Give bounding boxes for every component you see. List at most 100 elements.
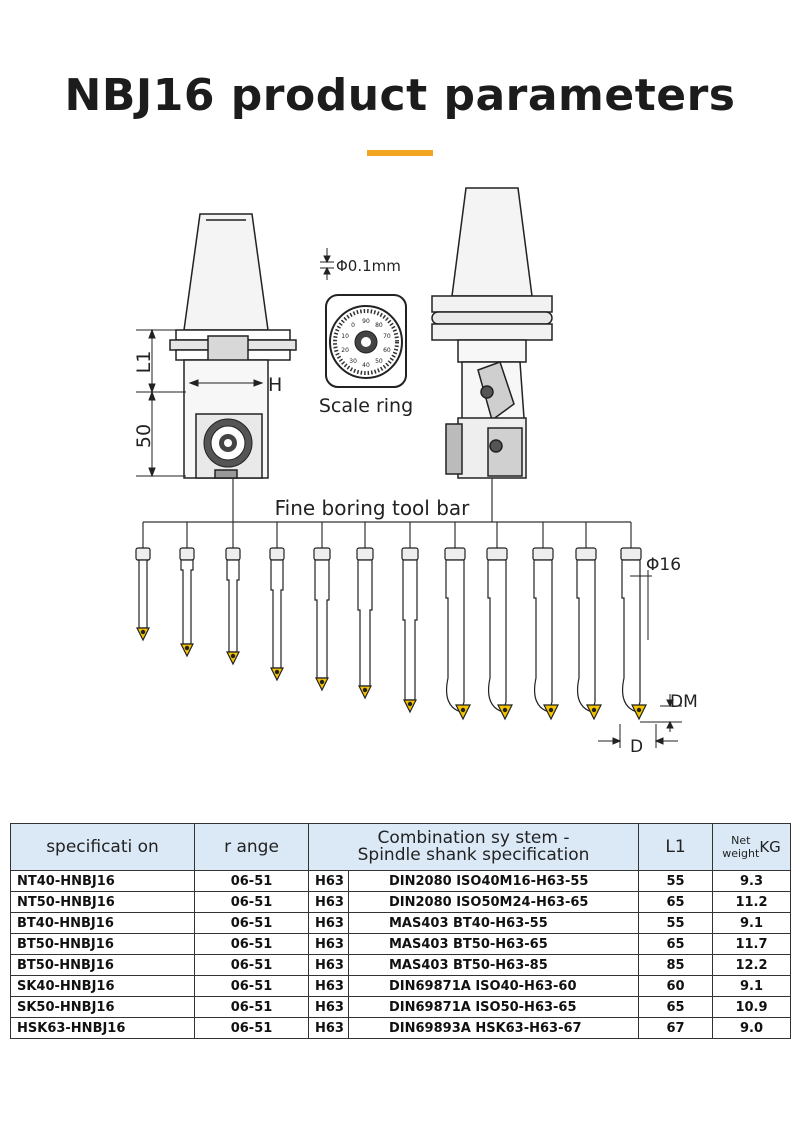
tool-bar-tree bbox=[142, 478, 632, 548]
row-specification: HSK63-HNBJ16 bbox=[10, 1017, 195, 1039]
row-weight-kg: 9.1 bbox=[712, 912, 791, 934]
row-grade: H63 bbox=[308, 1017, 349, 1039]
dial-number: 10 bbox=[341, 333, 349, 340]
row-shank-spec: DIN2080 ISO50M24-H63-65 bbox=[348, 891, 639, 913]
dial-number: 80 bbox=[375, 322, 383, 329]
row-specification: SK50-HNBJ16 bbox=[10, 996, 195, 1018]
row-specification: BT50-HNBJ16 bbox=[10, 954, 195, 976]
boring-bar bbox=[401, 547, 419, 714]
dial-number: 30 bbox=[349, 358, 357, 365]
dim-50-label: 50 bbox=[133, 424, 155, 448]
bar-dimensions bbox=[598, 570, 682, 748]
row-weight-kg: 9.0 bbox=[712, 1017, 791, 1039]
row-grade: H63 bbox=[308, 891, 349, 913]
dim-l1-label: L1 bbox=[133, 351, 155, 374]
dial-number: 60 bbox=[383, 347, 391, 354]
header-kg: KG bbox=[759, 838, 781, 856]
dial-number: 50 bbox=[375, 358, 383, 365]
row-grade: H63 bbox=[308, 954, 349, 976]
row-weight-kg: 11.2 bbox=[712, 891, 791, 913]
dial-number: 0 bbox=[351, 322, 355, 329]
row-l1: 65 bbox=[638, 996, 713, 1018]
boring-bar bbox=[486, 547, 513, 721]
row-range: 06-51 bbox=[194, 912, 309, 934]
row-range: 06-51 bbox=[194, 975, 309, 997]
row-shank-spec: MAS403 BT50-H63-65 bbox=[348, 933, 639, 955]
scale-ring-label: Scale ring bbox=[319, 395, 413, 417]
row-weight-kg: 10.9 bbox=[712, 996, 791, 1018]
row-grade: H63 bbox=[308, 996, 349, 1018]
row-shank-spec: MAS403 BT50-H63-85 bbox=[348, 954, 639, 976]
dim-d-label: D bbox=[630, 737, 643, 757]
row-specification: SK40-HNBJ16 bbox=[10, 975, 195, 997]
title-accent-bar bbox=[367, 150, 433, 156]
row-range: 06-51 bbox=[194, 870, 309, 892]
left-dial-face bbox=[203, 418, 253, 468]
scale-accuracy-label: Φ0.1mm bbox=[336, 257, 401, 275]
row-grade: H63 bbox=[308, 870, 349, 892]
row-shank-spec: DIN69871A ISO50-H63-65 bbox=[348, 996, 639, 1018]
header-combination-line2: Spindle shank specification bbox=[357, 845, 590, 865]
boring-bar bbox=[135, 547, 151, 642]
row-weight-kg: 9.1 bbox=[712, 975, 791, 997]
scale-accuracy-marker bbox=[320, 248, 334, 280]
boring-bar bbox=[532, 547, 559, 721]
row-l1: 60 bbox=[638, 975, 713, 997]
boring-bar bbox=[575, 547, 602, 721]
boring-bar bbox=[356, 547, 374, 700]
row-grade: H63 bbox=[308, 912, 349, 934]
header-weight-word: weight bbox=[722, 847, 760, 860]
boring-bar bbox=[313, 547, 331, 692]
row-specification: NT50-HNBJ16 bbox=[10, 891, 195, 913]
dial-number: 70 bbox=[383, 333, 391, 340]
row-l1: 55 bbox=[638, 912, 713, 934]
header-combination-line1: Combination sy stem - bbox=[377, 828, 570, 848]
header-specification: specificati on bbox=[10, 823, 195, 871]
row-specification: NT40-HNBJ16 bbox=[10, 870, 195, 892]
row-l1: 85 bbox=[638, 954, 713, 976]
dim-dm-label: DM bbox=[670, 692, 698, 712]
dial-number: 90 bbox=[362, 318, 370, 325]
row-l1: 55 bbox=[638, 870, 713, 892]
row-shank-spec: MAS403 BT40-H63-55 bbox=[348, 912, 639, 934]
spec-table: specificati on r ange Combination sy ste… bbox=[10, 823, 791, 1039]
boring-bar bbox=[620, 547, 647, 721]
row-l1: 67 bbox=[638, 1017, 713, 1039]
boring-bar bbox=[269, 547, 285, 682]
boring-bars bbox=[135, 547, 647, 721]
dim-phi16-label: Φ16 bbox=[646, 555, 681, 575]
page-title: NBJ16 product parameters bbox=[64, 70, 736, 121]
left-dimensions bbox=[136, 328, 264, 478]
header-range: r ange bbox=[194, 823, 309, 871]
row-weight-kg: 12.2 bbox=[712, 954, 791, 976]
dim-h-label: H bbox=[268, 374, 282, 396]
row-l1: 65 bbox=[638, 891, 713, 913]
row-shank-spec: DIN69871A ISO40-H63-60 bbox=[348, 975, 639, 997]
row-specification: BT50-HNBJ16 bbox=[10, 933, 195, 955]
dial-number: 20 bbox=[341, 347, 349, 354]
row-grade: H63 bbox=[308, 933, 349, 955]
boring-bar bbox=[444, 547, 471, 721]
dial-number: 40 bbox=[362, 362, 370, 369]
scale-ring-drawing bbox=[325, 294, 407, 388]
header-combination: Combination sy stem - Spindle shank spec… bbox=[308, 823, 639, 871]
row-specification: BT40-HNBJ16 bbox=[10, 912, 195, 934]
row-range: 06-51 bbox=[194, 954, 309, 976]
row-shank-spec: DIN69893A HSK63-H63-67 bbox=[348, 1017, 639, 1039]
row-weight-kg: 11.7 bbox=[712, 933, 791, 955]
row-grade: H63 bbox=[308, 975, 349, 997]
header-net: Net bbox=[731, 834, 751, 847]
row-range: 06-51 bbox=[194, 1017, 309, 1039]
row-range: 06-51 bbox=[194, 933, 309, 955]
tool-bar-label: Fine boring tool bar bbox=[275, 496, 471, 520]
boring-bar bbox=[179, 547, 195, 658]
